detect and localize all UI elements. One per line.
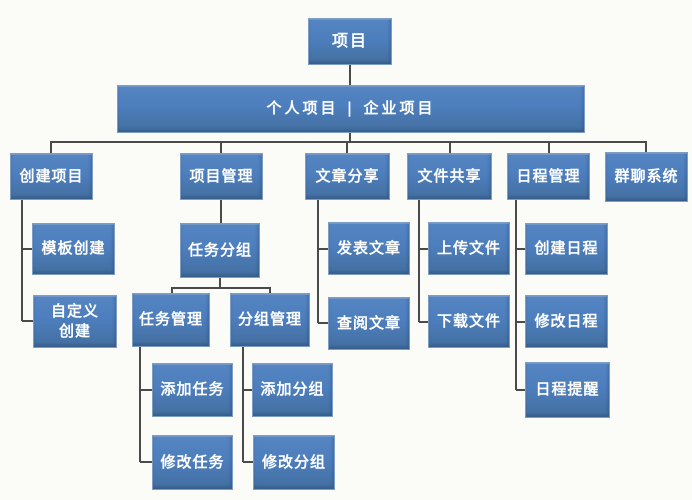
node-modify-schedule: 修改日程 bbox=[525, 295, 608, 348]
node-modify-task: 修改任务 bbox=[152, 435, 233, 490]
node-add-group: 添加分组 bbox=[252, 363, 333, 417]
node-view-article: 查阅文章 bbox=[328, 297, 410, 350]
node-group-management: 分组管理 bbox=[230, 293, 310, 347]
node-publish-article: 发表文章 bbox=[328, 222, 410, 275]
node-project-types: 个人项目 | 企业项目 bbox=[117, 85, 585, 133]
node-project-management: 项目管理 bbox=[180, 153, 263, 200]
node-task-grouping: 任务分组 bbox=[180, 223, 260, 278]
node-create-schedule: 创建日程 bbox=[525, 223, 608, 275]
node-add-task: 添加任务 bbox=[152, 363, 233, 417]
node-template-create: 模板创建 bbox=[32, 223, 115, 275]
node-task-management: 任务管理 bbox=[132, 293, 210, 347]
node-modify-group: 修改分组 bbox=[253, 435, 335, 490]
node-custom-create: 自定义创建 bbox=[33, 295, 117, 348]
node-upload-file: 上传文件 bbox=[428, 222, 510, 275]
node-group-chat: 群聊系统 bbox=[605, 152, 688, 202]
node-schedule-management: 日程管理 bbox=[507, 153, 590, 200]
node-article-sharing: 文章分享 bbox=[305, 153, 390, 200]
node-project: 项目 bbox=[308, 18, 392, 65]
node-schedule-reminder: 日程提醒 bbox=[525, 362, 610, 418]
node-download-file: 下载文件 bbox=[428, 295, 510, 348]
node-file-sharing: 文件共享 bbox=[407, 153, 492, 200]
node-create-project: 创建项目 bbox=[10, 153, 93, 200]
